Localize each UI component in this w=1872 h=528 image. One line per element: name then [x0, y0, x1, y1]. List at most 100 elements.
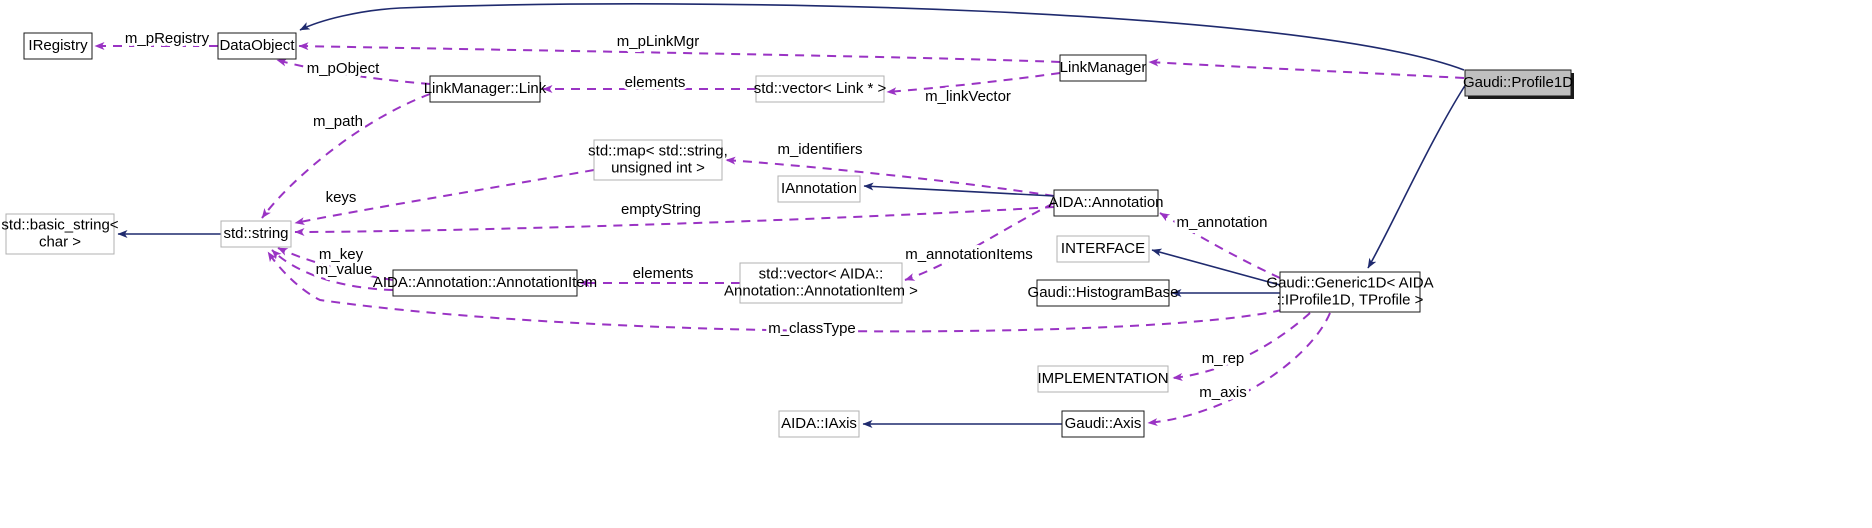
- edge-label-halo: m_annotationItems: [905, 246, 1033, 263]
- node-box[interactable]: [1464, 69, 1572, 97]
- node-box[interactable]: [5, 213, 115, 255]
- node-box[interactable]: [593, 139, 723, 181]
- node-box[interactable]: [392, 269, 578, 297]
- edge-e-annotationitem-mvalue: [271, 249, 394, 291]
- edge-e-map-stdstring: [294, 169, 595, 226]
- edge-label-e-dataobject-iregistry: m_pRegistry: [125, 30, 210, 47]
- node-label: AIDA::Annotation::AnnotationItem: [373, 274, 597, 291]
- node-box[interactable]: [777, 175, 861, 203]
- node-annotationitem[interactable]: AIDA::Annotation::AnnotationItem: [373, 269, 597, 297]
- node-box[interactable]: [23, 32, 93, 60]
- node-aida-iaxis[interactable]: AIDA::IAxis: [778, 410, 860, 438]
- node-label: LinkManager::Link: [424, 80, 547, 97]
- edge-label-halo: m_annotation: [1177, 214, 1268, 231]
- edge-label-halo: m_path: [313, 113, 363, 130]
- node-label: Gaudi::Profile1D: [1463, 74, 1573, 91]
- node-label: std::vector< AIDA::: [759, 265, 884, 282]
- node-iannotation[interactable]: IAnnotation: [777, 175, 861, 203]
- node-label: DataObject: [219, 37, 295, 54]
- node-aida-annotation[interactable]: AIDA::Annotation: [1048, 189, 1164, 217]
- edge-label-e-stdstring-path: m_path: [313, 113, 363, 130]
- edge-e-linkmanagerlink-dataobject: [276, 58, 431, 85]
- node-box[interactable]: [1036, 279, 1170, 307]
- node-box[interactable]: [1061, 410, 1145, 438]
- edge-label-halo: emptyString: [621, 201, 701, 218]
- node-std-string[interactable]: std::string: [220, 220, 292, 248]
- node-label: Gaudi::Generic1D< AIDA: [1266, 274, 1433, 291]
- node-label: Gaudi::HistogramBase: [1028, 284, 1179, 301]
- edge-e-vectorlink-linkmanager: [886, 72, 1061, 96]
- node-label: Annotation::AnnotationItem >: [724, 282, 918, 299]
- edge-label-halo: m_linkVector: [925, 88, 1011, 105]
- node-box[interactable]: [1037, 365, 1169, 393]
- node-histogrambase[interactable]: Gaudi::HistogramBase: [1028, 279, 1179, 307]
- edge-e-profile1d-linkmanager: [1148, 58, 1465, 79]
- edge-e-stdstring-path: [261, 93, 431, 219]
- edge-label-e-vectorannot-annotationitem: elements: [633, 265, 694, 282]
- edge-label-halo: m_pLinkMgr: [617, 33, 700, 50]
- edge-label-e-axis-generic1d: m_axis: [1199, 384, 1247, 401]
- node-linkmanager-link[interactable]: LinkManager::Link: [424, 75, 547, 103]
- node-box[interactable]: [1053, 189, 1159, 217]
- node-vector-annotationitem[interactable]: std::vector< AIDA::Annotation::Annotatio…: [724, 262, 918, 304]
- node-label: std::vector< Link * >: [754, 80, 887, 97]
- node-interface[interactable]: INTERFACE: [1056, 235, 1150, 263]
- edge-e-annotation-map: [725, 156, 1055, 197]
- edge-labels-layer: m_pRegistrym_pRegistrym_pObjectm_pObject…: [122, 27, 1271, 404]
- edge-label-e-annotation-map: m_identifiers: [777, 141, 862, 158]
- node-iregistry[interactable]: IRegistry: [23, 32, 93, 60]
- node-label: Gaudi::Axis: [1065, 415, 1142, 432]
- edge-label-e-implementation-generic1d: m_rep: [1202, 350, 1245, 367]
- edge-label-halo: m_key: [319, 246, 364, 263]
- node-box[interactable]: [739, 262, 903, 304]
- node-box[interactable]: [1059, 54, 1147, 82]
- edge-label-halo: m_identifiers: [777, 141, 862, 158]
- node-label: ::IProfile1D, TProfile >: [1277, 291, 1424, 308]
- edge-e-annotation-annotationitems: [904, 202, 1055, 281]
- edges-layer: [94, 3, 1467, 428]
- edge-label-e-vectorlink-linkmanagerlink: elements: [625, 74, 686, 91]
- node-generic1d[interactable]: Gaudi::Generic1D< AIDA::IProfile1D, TPro…: [1266, 271, 1434, 313]
- edge-e-interface-generic1d: [1151, 248, 1281, 286]
- node-profile1d[interactable]: Gaudi::Profile1D: [1463, 69, 1574, 99]
- node-dataobject[interactable]: DataObject: [217, 32, 297, 60]
- edge-label-e-linkmanagerlink-dataobject: m_pObject: [307, 60, 380, 77]
- edge-e-iannotation-annotation: [863, 182, 1055, 197]
- node-box[interactable]: [220, 220, 292, 248]
- node-vector-link-ptr[interactable]: std::vector< Link * >: [754, 75, 887, 103]
- node-implementation[interactable]: IMPLEMENTATION: [1037, 365, 1169, 393]
- edge-e-generic1d-annotation: [1159, 212, 1281, 279]
- edge-label-halo: elements: [633, 265, 694, 282]
- node-gaudi-axis[interactable]: Gaudi::Axis: [1061, 410, 1145, 438]
- edge-label-halo: m_rep: [1202, 350, 1245, 367]
- node-box[interactable]: [217, 32, 297, 60]
- node-label: IAnnotation: [781, 180, 857, 197]
- node-label: INTERFACE: [1061, 240, 1145, 257]
- edge-label-halo: m_classType: [768, 320, 856, 337]
- node-basic-string[interactable]: std::basic_string<char >: [1, 213, 119, 255]
- node-label: std::basic_string<: [1, 216, 118, 233]
- edge-label-halo: m_pObject: [307, 60, 380, 77]
- edge-label-e-annotationitem-mkey: m_key: [319, 246, 364, 263]
- node-label: unsigned int >: [611, 159, 705, 176]
- node-box[interactable]: [755, 75, 885, 103]
- node-box[interactable]: [778, 410, 860, 438]
- edge-label-e-linkmanager-dataobject: m_pLinkMgr: [617, 33, 700, 50]
- node-label: char >: [39, 233, 81, 250]
- node-box[interactable]: [1056, 235, 1150, 263]
- edge-e-profile1d-generic1d: [1367, 83, 1467, 269]
- node-linkmanager[interactable]: LinkManager: [1059, 54, 1147, 82]
- node-label: IMPLEMENTATION: [1037, 370, 1168, 387]
- node-box[interactable]: [1279, 271, 1421, 313]
- node-label: AIDA::Annotation: [1048, 194, 1163, 211]
- edge-label-halo: keys: [326, 189, 357, 206]
- edge-label-halo: m_value: [316, 261, 373, 278]
- node-map-string-uint[interactable]: std::map< std::string,unsigned int >: [588, 139, 728, 181]
- edge-label-e-annotation-emptystring: emptyString: [621, 201, 701, 218]
- node-box[interactable]: [429, 75, 541, 103]
- edge-label-e-annotationitem-mvalue: m_value: [316, 261, 373, 278]
- edge-e-annotation-emptystring: [294, 206, 1055, 236]
- edge-e-profile1d-dataobject: [299, 3, 1465, 71]
